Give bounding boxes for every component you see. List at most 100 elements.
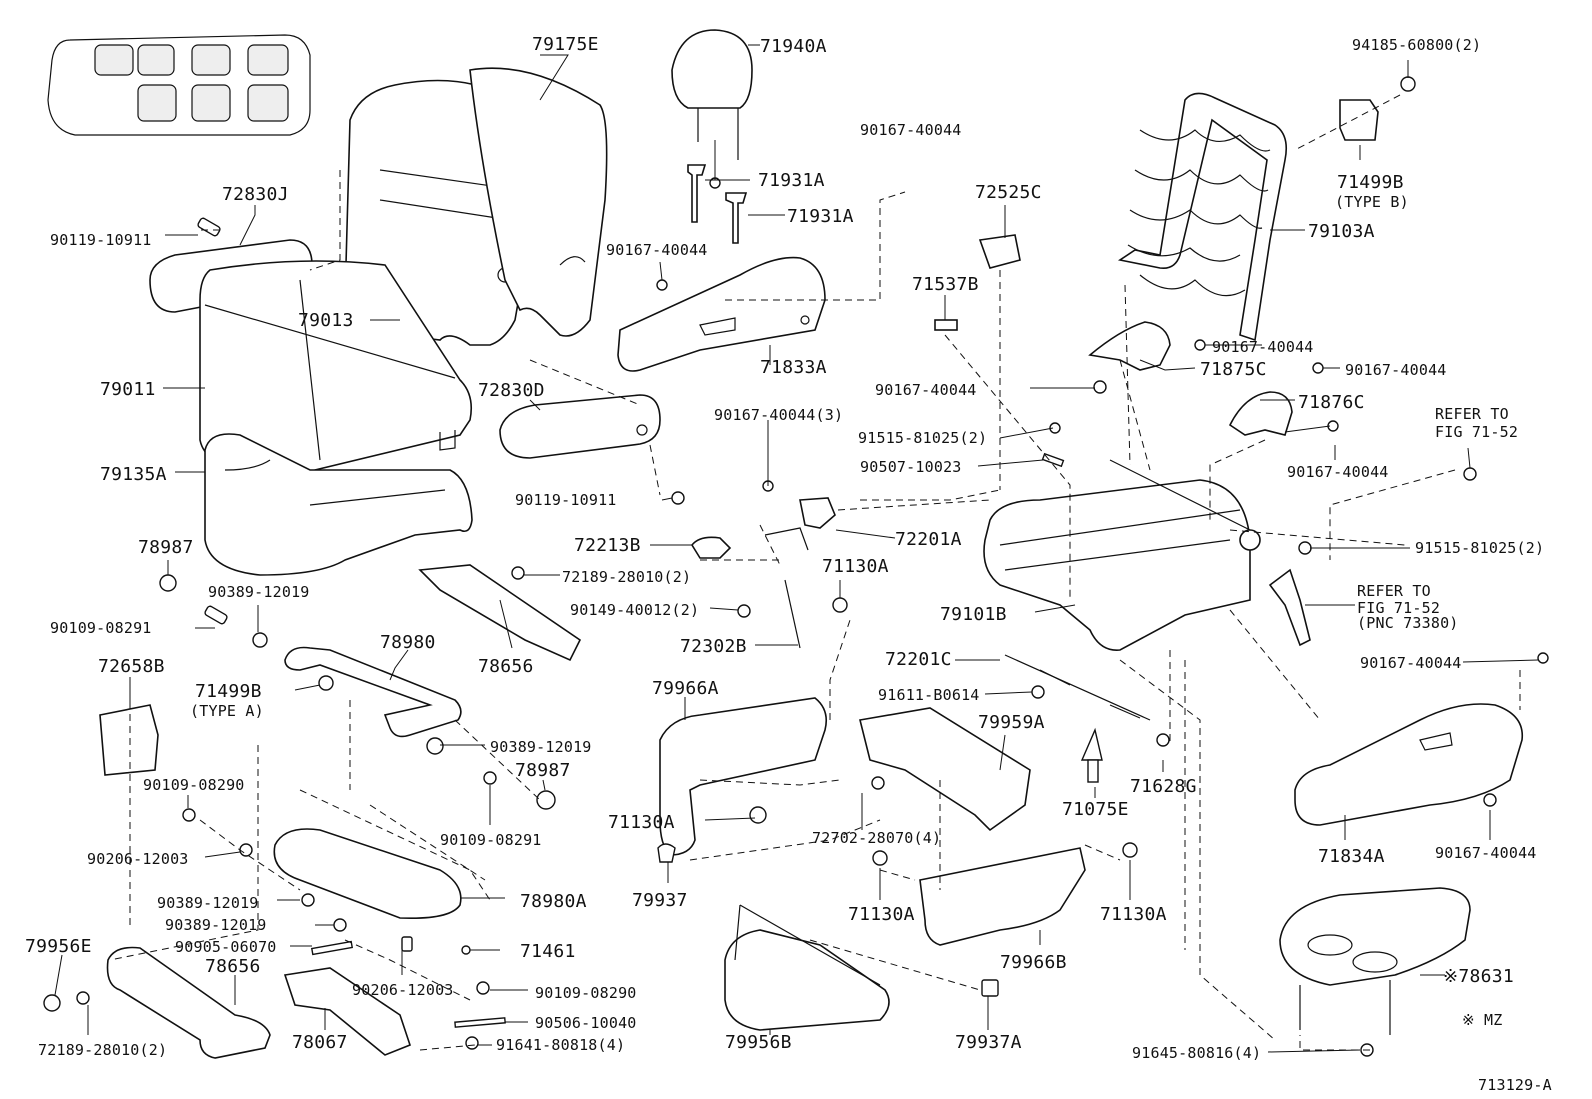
label-79103A: 79103A	[1308, 221, 1375, 242]
label-71461: 71461	[520, 941, 576, 962]
label-71130A-d: 71130A	[1100, 904, 1167, 925]
knob-72213B	[691, 536, 732, 559]
label-71075E: 71075E	[1062, 799, 1129, 820]
label-71499B-typeA: 71499B	[195, 681, 262, 702]
label-78067: 78067	[292, 1032, 348, 1053]
label-79966B: 79966B	[1000, 952, 1067, 973]
box-79956B	[724, 904, 890, 1031]
tray-78980A	[273, 828, 462, 920]
label-78656-a: 78656	[478, 656, 534, 677]
cable-72302B	[784, 579, 801, 649]
seatbelt-buckle	[1268, 568, 1311, 647]
label-90167-40044-h: 90167-40044	[1435, 844, 1537, 862]
label-90167-40044-e: 90167-40044	[875, 381, 977, 399]
label-72302B: 72302B	[680, 636, 747, 657]
label-78987-a: 78987	[138, 537, 194, 558]
label-72201A: 72201A	[895, 529, 962, 550]
label-90119-10911-a: 90119-10911	[50, 231, 152, 249]
label-90389-12019-d: 90389-12019	[165, 916, 267, 934]
pad-72658B	[99, 704, 159, 776]
label-79101B: 79101B	[940, 604, 1007, 625]
label-72213B: 72213B	[574, 535, 641, 556]
label-72830J: 72830J	[222, 184, 289, 205]
label-90167-40044-d: 90167-40044	[1345, 361, 1447, 379]
label-79937: 79937	[632, 890, 688, 911]
label-91641-80818: 91641-80818(4)	[496, 1036, 625, 1054]
label-90109-08290-b: 90109-08290	[535, 984, 637, 1002]
label-72525C: 72525C	[975, 182, 1042, 203]
label-71876C: 71876C	[1298, 392, 1365, 413]
label-72189-28010-a: 72189-28010(2)	[562, 568, 691, 586]
label-71537B: 71537B	[912, 274, 979, 295]
label-90389-12019-a: 90389-12019	[208, 583, 310, 601]
recliner-cover-71834A	[1294, 703, 1524, 826]
label-71628G: 71628G	[1130, 776, 1197, 797]
label-94185-60800: 94185-60800(2)	[1352, 36, 1481, 54]
label-71931A-1: 71931A	[758, 170, 825, 191]
headrest-71940A	[671, 29, 753, 160]
label-90167-40044-g: 90167-40044	[1360, 654, 1462, 672]
label-71940A: 71940A	[760, 36, 827, 57]
label-90167-40044-b: 90167-40044	[606, 241, 708, 259]
label-72658B: 72658B	[98, 656, 165, 677]
seatback-frame-79103A	[1117, 92, 1288, 342]
seatback-pad-79175E	[469, 67, 608, 337]
label-71130A-c: 71130A	[848, 904, 915, 925]
armrest-72830D	[499, 394, 661, 459]
label-refer2-b: FIG 71-52	[1357, 599, 1440, 617]
clip-72525C	[978, 234, 1021, 269]
label-90206-12003-a: 90206-12003	[87, 850, 189, 868]
label-72830D: 72830D	[478, 380, 545, 401]
label-90167-40044-c: 90167-40044	[1212, 338, 1314, 356]
label-78656-b: 78656	[205, 956, 261, 977]
label-90389-12019-c: 90389-12019	[157, 894, 259, 912]
seat-cushion-frame-79101B	[983, 459, 1261, 651]
cap-71537B	[934, 319, 958, 331]
label-79959A: 79959A	[978, 712, 1045, 733]
label-71931A-2: 71931A	[787, 206, 854, 227]
label-typeB: (TYPE B)	[1335, 193, 1409, 211]
headrest-support-71931A	[687, 164, 748, 244]
bracket-78067	[283, 967, 411, 1056]
label-90206-12003-b: 90206-12003	[352, 981, 454, 999]
label-78631: ※78631	[1443, 966, 1514, 987]
part-labels: 79175E 71940A 94185-60800(2) 72830J 9011…	[25, 34, 1552, 1094]
label-78980: 78980	[380, 632, 436, 653]
label-79135A: 79135A	[100, 464, 167, 485]
leader-lines	[54, 44, 1539, 1053]
label-90167-40044-f: 90167-40044	[1287, 463, 1389, 481]
label-90109-08291-a: 90109-08291	[50, 619, 152, 637]
bracket-78656-bottom	[106, 946, 271, 1059]
cushion-pad-79135A	[204, 433, 473, 576]
label-78980A: 78980A	[520, 891, 587, 912]
label-79175E: 79175E	[532, 34, 599, 55]
label-refer2-c: (PNC 73380)	[1357, 614, 1459, 632]
dashed-reference-lines	[109, 94, 1521, 1051]
hinge-cover-71876C	[1228, 391, 1293, 436]
label-90109-08290-a: 90109-08290	[143, 776, 245, 794]
lever-72201A	[764, 497, 836, 551]
label-71834A: 71834A	[1318, 846, 1385, 867]
label-91515-81025-b: 91515-81025(2)	[1415, 539, 1544, 557]
panel-79966B	[919, 847, 1086, 946]
label-72201C: 72201C	[885, 649, 952, 670]
label-mz-note: ※ MZ	[1462, 1011, 1502, 1029]
label-78987-b: 78987	[515, 760, 571, 781]
label-79956B: 79956B	[725, 1032, 792, 1053]
label-90167-40044-3: 90167-40044(3)	[714, 406, 843, 424]
cup-tray-78631	[1279, 887, 1471, 1035]
label-71833A: 71833A	[760, 357, 827, 378]
fasteners	[43, 76, 1549, 1057]
label-79956E: 79956E	[25, 936, 92, 957]
label-refer1-a: REFER TO	[1435, 405, 1509, 423]
arm-bar-78980	[284, 646, 462, 738]
figure-number: 713129-A	[1478, 1076, 1552, 1094]
label-79937A: 79937A	[955, 1032, 1022, 1053]
label-90389-12019-b: 90389-12019	[490, 738, 592, 756]
recliner-cover-71833A	[617, 256, 826, 372]
label-71499B-typeB: 71499B	[1337, 172, 1404, 193]
tray-79959A	[859, 707, 1031, 832]
label-90506-10040: 90506-10040	[535, 1014, 637, 1032]
label-typeA: (TYPE A)	[190, 702, 264, 720]
